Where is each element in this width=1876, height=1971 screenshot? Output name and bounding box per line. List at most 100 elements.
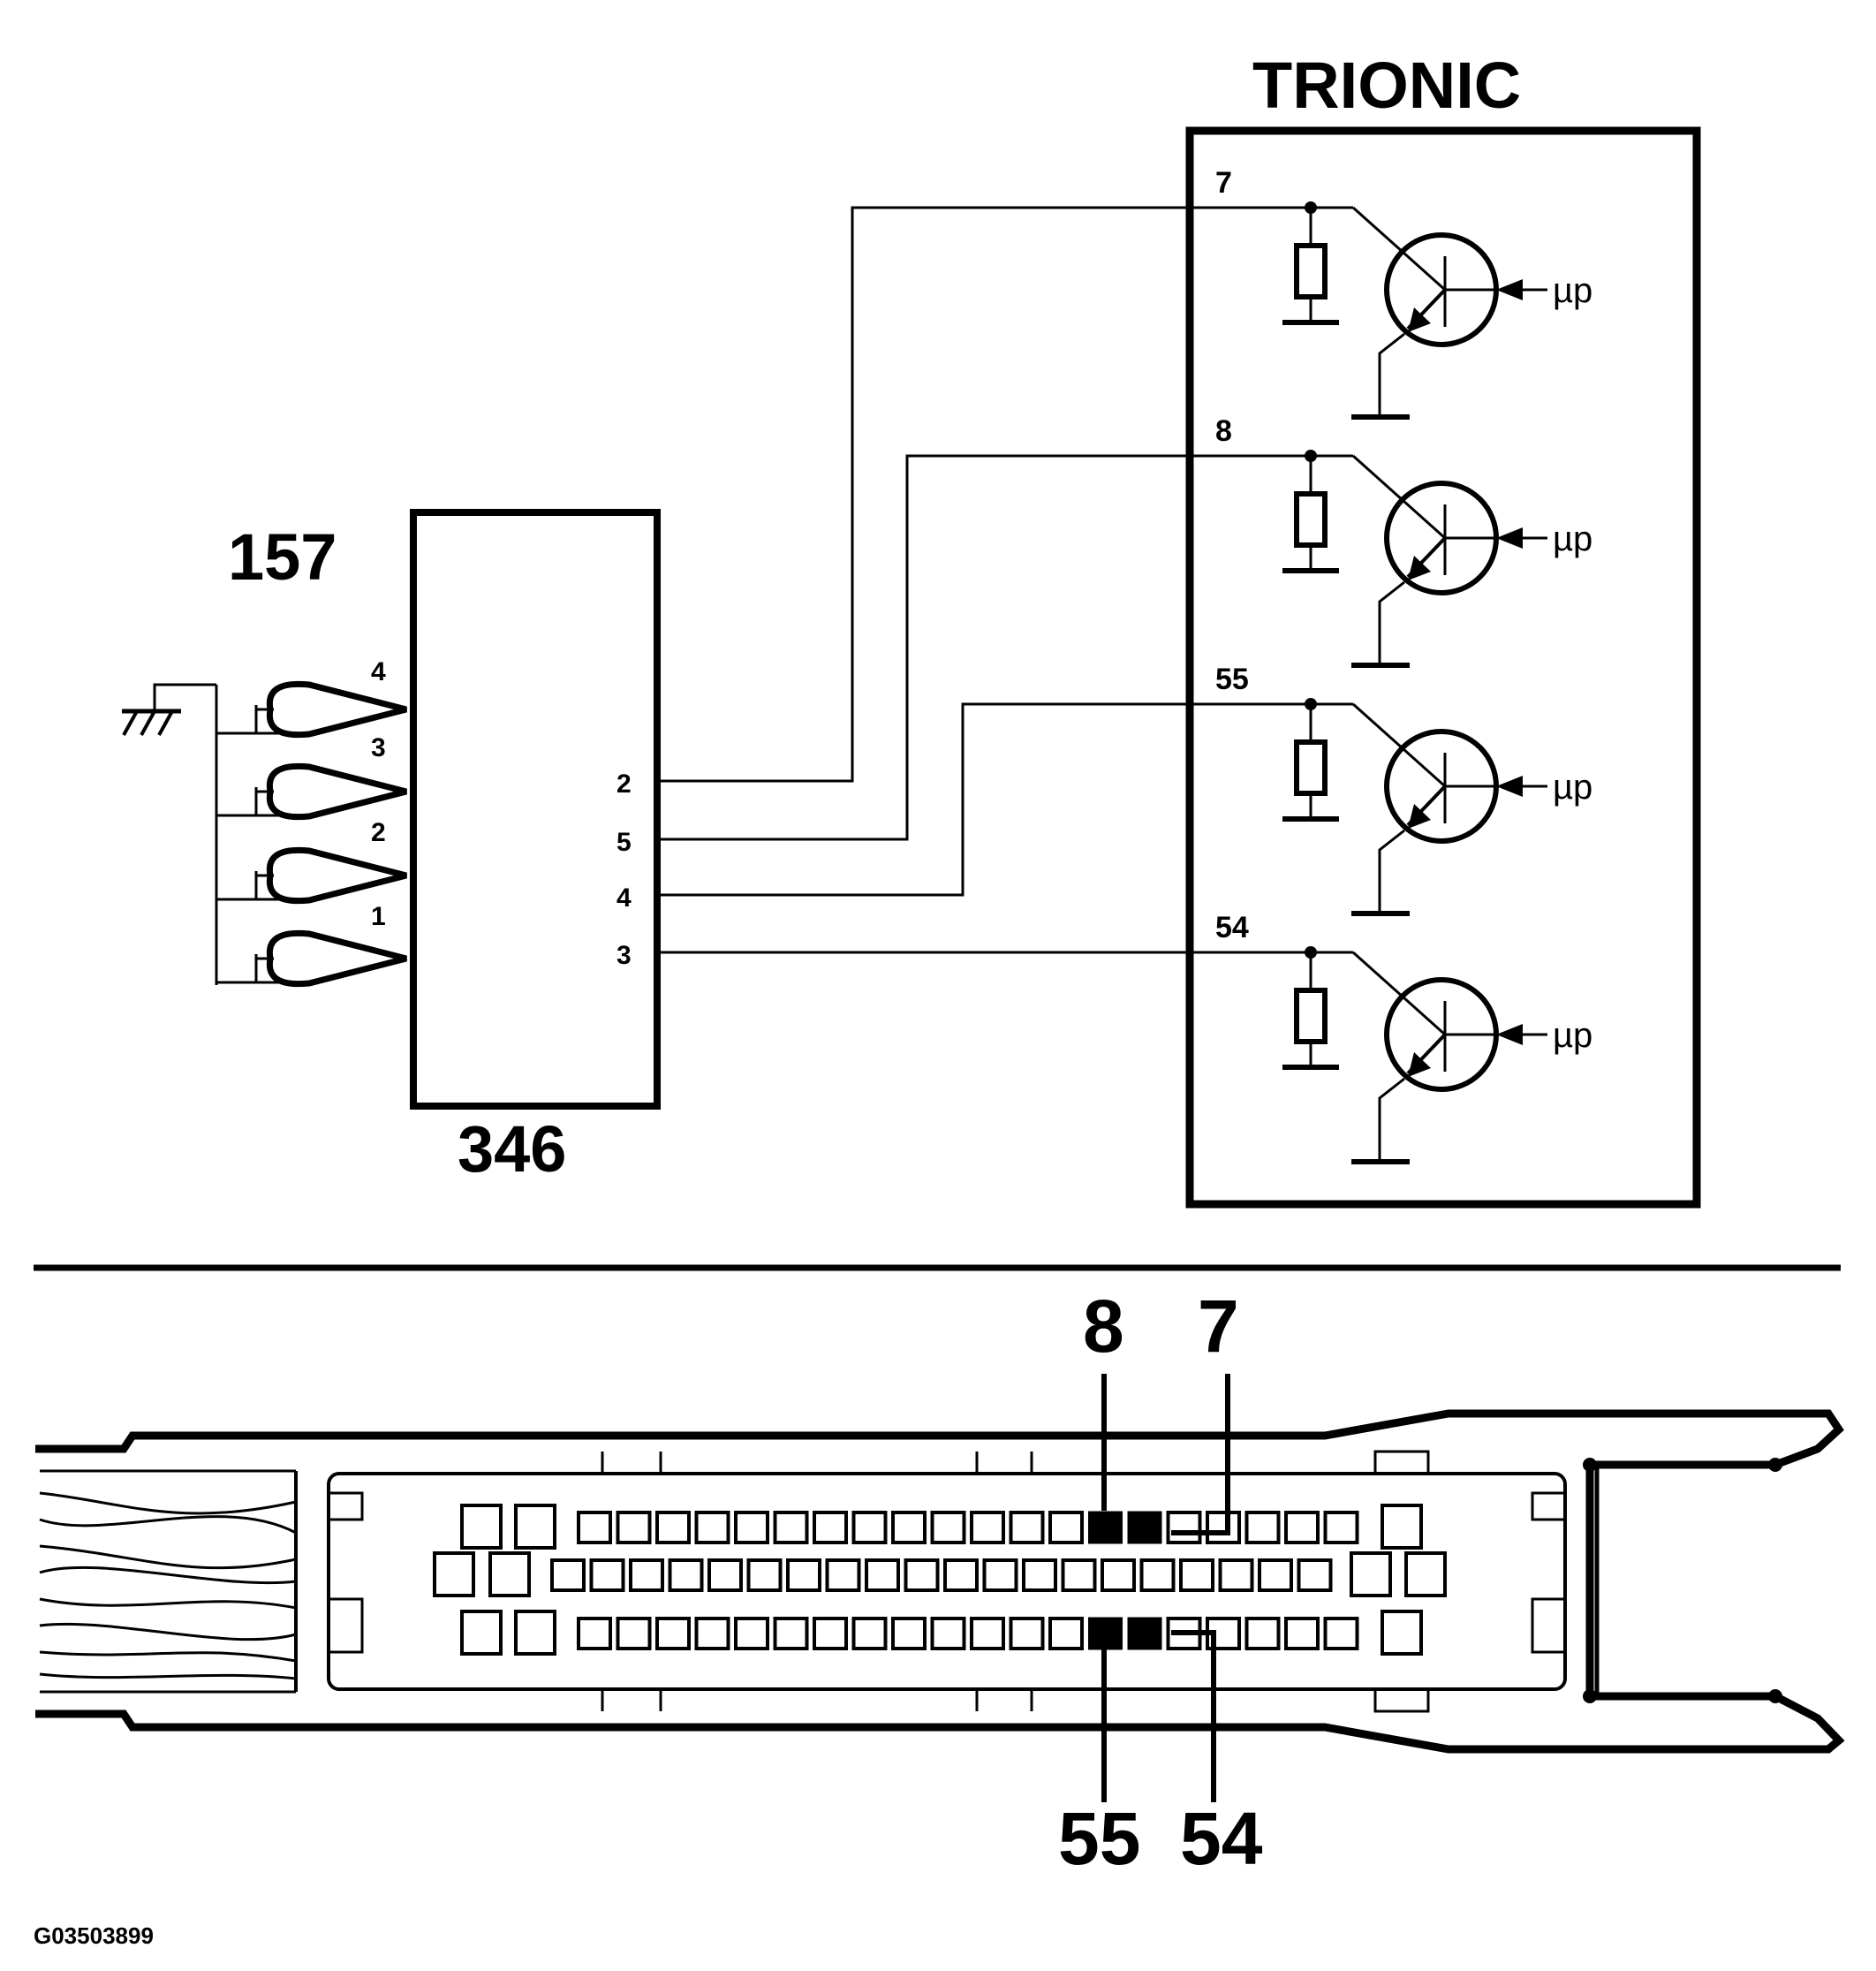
spark-plug-2: 2 xyxy=(216,818,407,905)
pin-cavity xyxy=(694,1617,730,1650)
pin-cavity xyxy=(1218,1558,1254,1592)
coil-pin-1: 1 xyxy=(371,902,386,931)
pin-cavity xyxy=(1244,1511,1281,1544)
large-cavity xyxy=(1404,1551,1447,1597)
large-cavity xyxy=(460,1610,503,1656)
module-pin-2: 2 xyxy=(617,769,632,799)
pin-cavity xyxy=(1179,1558,1214,1592)
module-pin-5: 5 xyxy=(617,828,632,857)
trionic-ecu: TRIONIC 7 µp 8 xyxy=(1185,49,1701,1209)
pin-cavity xyxy=(930,1617,966,1650)
ecu-driver-pin-55: 55 µp xyxy=(1190,663,1592,916)
pin-cavity xyxy=(1166,1511,1202,1544)
pin-cavity xyxy=(589,1558,625,1592)
active-pin-cavity xyxy=(1127,1617,1162,1650)
pin-cavity xyxy=(1022,1558,1057,1592)
pin-cavity xyxy=(982,1558,1018,1592)
coil-pin-3: 3 xyxy=(371,733,386,762)
pin-cavity xyxy=(629,1558,664,1592)
micro-label: µp xyxy=(1553,519,1592,558)
coil-pin-2: 2 xyxy=(371,818,386,847)
ecu-driver-pin-8: 8 µp xyxy=(1190,414,1592,668)
pin-cavity xyxy=(734,1617,769,1650)
figure-code: G03503899 xyxy=(34,1922,154,1949)
ecu-pin-label-7: 7 xyxy=(1215,166,1232,200)
connector-label-8: 8 xyxy=(1083,1285,1124,1368)
pin-cavity xyxy=(1284,1511,1320,1544)
coil-pack-label: 157 xyxy=(228,520,337,594)
pin-cavity xyxy=(577,1511,612,1544)
pin-cavity xyxy=(1101,1558,1136,1592)
connector-label-55: 55 xyxy=(1058,1797,1140,1880)
ecu-box xyxy=(1185,126,1701,1209)
pin-cavity xyxy=(1009,1511,1045,1544)
pin-cavity xyxy=(655,1617,691,1650)
pin-cavity xyxy=(734,1511,769,1544)
pin-cavity xyxy=(891,1511,927,1544)
pin-cavity xyxy=(891,1617,927,1650)
pin-cavity xyxy=(970,1511,1005,1544)
pin-cavity xyxy=(851,1617,888,1650)
pin-cavity xyxy=(694,1511,730,1544)
pin-cavity xyxy=(930,1511,966,1544)
pin-cavity xyxy=(746,1558,783,1592)
pin-cavity xyxy=(707,1558,743,1592)
large-cavity xyxy=(1381,1610,1423,1656)
ecu-title: TRIONIC xyxy=(1252,49,1521,122)
large-cavity xyxy=(460,1504,503,1550)
ecu-pin-label-54: 54 xyxy=(1215,911,1249,944)
micro-label: µp xyxy=(1553,271,1592,310)
ground-icon xyxy=(122,683,216,736)
large-cavity xyxy=(1381,1504,1423,1550)
connector-face xyxy=(327,1472,1567,1691)
pin-cavity xyxy=(1139,1558,1176,1592)
pin-cavity xyxy=(1244,1617,1281,1650)
pin-cavity xyxy=(813,1617,848,1650)
pin-cavity xyxy=(1284,1617,1320,1650)
large-cavity xyxy=(488,1551,531,1597)
pin-cavity xyxy=(577,1617,612,1650)
coil-pin-4: 4 xyxy=(371,657,386,686)
spark-plug-3: 3 xyxy=(216,733,407,821)
pin-cavity xyxy=(943,1558,979,1592)
module-pin-3: 3 xyxy=(617,941,632,970)
pin-cavity xyxy=(825,1558,861,1592)
pin-cavity xyxy=(851,1511,888,1544)
connector-label-54: 54 xyxy=(1180,1797,1263,1880)
pin-cavity xyxy=(904,1558,940,1592)
ignition-module-346: 346 2 5 4 3 xyxy=(410,509,661,1186)
large-cavity xyxy=(1350,1551,1392,1597)
pin-cavity xyxy=(1258,1558,1293,1592)
active-pin-cavity xyxy=(1127,1511,1162,1544)
pin-cavity xyxy=(1297,1558,1333,1592)
pin-cavity xyxy=(773,1617,809,1650)
ecu-pin-label-8: 8 xyxy=(1215,414,1232,448)
module-label: 346 xyxy=(458,1112,566,1186)
module-pin-4: 4 xyxy=(617,883,632,913)
pin-cavity xyxy=(550,1558,586,1592)
pin-cavity xyxy=(655,1511,691,1544)
micro-label: µp xyxy=(1553,768,1592,807)
connector-label-7: 7 xyxy=(1198,1285,1239,1368)
spark-plug-4: 4 xyxy=(216,657,407,739)
pin-cavity xyxy=(616,1511,652,1544)
signal-wires xyxy=(658,206,1190,954)
pin-cavity xyxy=(970,1617,1005,1650)
ecu-connector-view: 8 7 55 54 xyxy=(35,1285,1845,1880)
module-box xyxy=(410,509,661,1110)
pin-cavity xyxy=(813,1511,848,1544)
coil-pack-157: 157 4 3 xyxy=(122,520,407,988)
pin-cavity xyxy=(1061,1558,1097,1592)
pin-cavity xyxy=(616,1617,652,1650)
pin-cavity xyxy=(668,1558,704,1592)
ecu-driver-pin-7: 7 µp xyxy=(1190,166,1592,420)
pin-cavity xyxy=(1009,1617,1045,1650)
wire-bundle xyxy=(39,1469,298,1694)
large-cavity xyxy=(514,1504,556,1550)
pin-cavity xyxy=(1323,1511,1359,1544)
pin-cavity xyxy=(1206,1511,1241,1544)
large-cavity xyxy=(433,1551,475,1597)
ecu-pin-label-55: 55 xyxy=(1215,663,1249,696)
large-cavity xyxy=(514,1610,556,1656)
